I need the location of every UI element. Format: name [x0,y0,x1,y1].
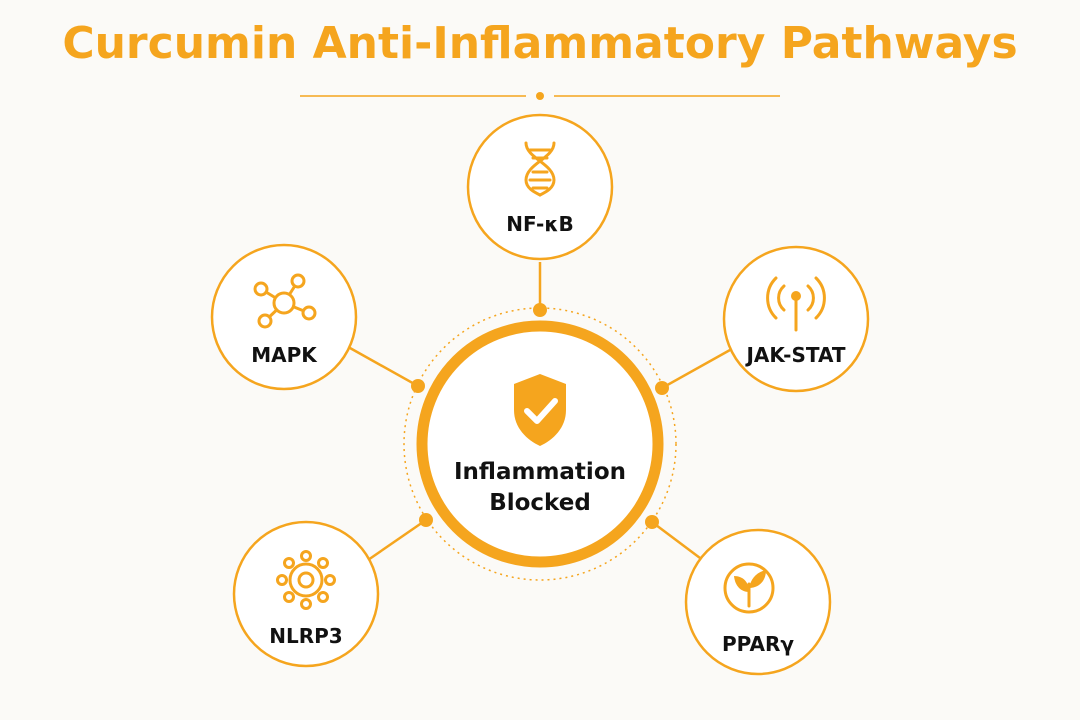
molecule-network-icon [253,273,317,329]
connectors [349,262,731,562]
connector-dots [411,303,669,529]
connector-jakstat [661,348,731,390]
center-node [403,307,677,581]
page-title: Curcumin Anti-Inflammatory Pathways [62,18,1018,69]
pathway-label-nlrp3: NLRP3 [269,624,343,648]
center-label-line2: Blocked [489,490,591,516]
pathway-label-ppar: PPARγ [722,632,794,656]
pathway-node-jakstat [722,245,870,393]
leaf-icon [723,562,775,614]
center-label: Inflammation Blocked [440,457,640,519]
center-dotted-ring [403,307,677,581]
pathway-node-mapk [210,243,358,391]
signal-antenna-icon [766,276,826,332]
pathway-label-nfkb: NF-κB [506,212,574,236]
inflammasome-icon [276,550,336,610]
connector-mapk [349,346,419,388]
title-divider [300,92,780,100]
pathway-label-jakstat: JAK-STAT [746,343,846,367]
antenna-dot [791,291,801,301]
connector-nlrp3 [367,518,427,562]
connector-ppar [651,521,701,559]
pathway-node-ppar [684,528,832,676]
center-label-line1: Inflammation [453,459,626,485]
dna-icon [524,141,556,197]
pathway-label-mapk: MAPK [251,343,317,367]
pathway-node-nfkb [466,113,614,261]
pathway-node-nlrp3 [232,520,380,668]
shield-check-icon [514,374,566,446]
